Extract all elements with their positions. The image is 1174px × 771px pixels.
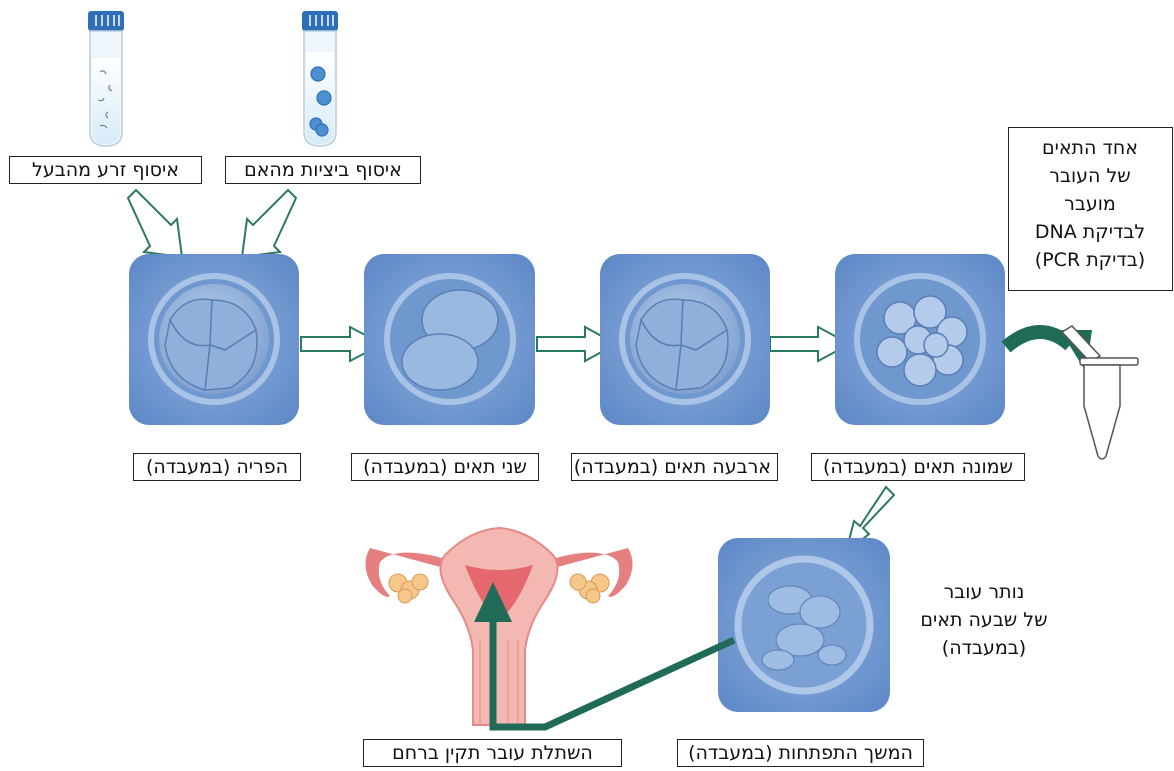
dna-test-note-line: של העובר bbox=[1008, 162, 1172, 190]
dna-test-note: אחד התאים של העובר מועבר לבדיקת DNA (בדי… bbox=[1008, 134, 1172, 274]
embryo-fertilization-image bbox=[129, 254, 299, 425]
embryo-continued-development-image bbox=[718, 538, 890, 712]
dna-test-note-line: (בדיקת PCR) bbox=[1008, 246, 1172, 274]
embryo-two-cells-image bbox=[364, 254, 535, 425]
arrow-sperm-to-fertilization bbox=[128, 190, 182, 257]
embryo-eight-cells-image bbox=[835, 254, 1005, 425]
label-fertilization: הפריה (במעבדה) bbox=[133, 453, 301, 481]
remaining-embryo-note-line: של שבעה תאים bbox=[900, 606, 1068, 634]
label-two-cells: שני תאים (במעבדה) bbox=[351, 453, 539, 481]
dna-test-note-line: מועבר bbox=[1008, 190, 1172, 218]
label-sperm-collection: איסוף זרע מהבעל bbox=[9, 156, 202, 184]
label-continued-development: המשך התפתחות (במעבדה) bbox=[677, 739, 924, 767]
dna-test-note-line: אחד התאים bbox=[1008, 134, 1172, 162]
dna-test-note-line: לבדיקת DNA bbox=[1008, 218, 1172, 246]
embryo-four-cells-image bbox=[600, 254, 770, 425]
remaining-embryo-note-line: (במעבדה) bbox=[900, 634, 1068, 662]
sperm-test-tube-icon bbox=[88, 11, 124, 146]
egg-test-tube-icon bbox=[302, 11, 338, 146]
label-four-cells: ארבעה תאים (במעבדה) bbox=[571, 453, 778, 481]
remaining-embryo-note: נותר עובר של שבעה תאים (במעבדה) bbox=[900, 578, 1068, 662]
arrow-egg-to-fertilization bbox=[242, 190, 296, 257]
label-eight-cells: שמונה תאים (במעבדה) bbox=[811, 453, 1025, 481]
remaining-embryo-note-line: נותר עובר bbox=[900, 578, 1068, 606]
label-implantation: השתלת עובר תקין ברחם bbox=[363, 739, 622, 767]
label-egg-collection: איסוף ביציות מהאם bbox=[225, 156, 421, 184]
uterus-icon bbox=[365, 528, 632, 725]
